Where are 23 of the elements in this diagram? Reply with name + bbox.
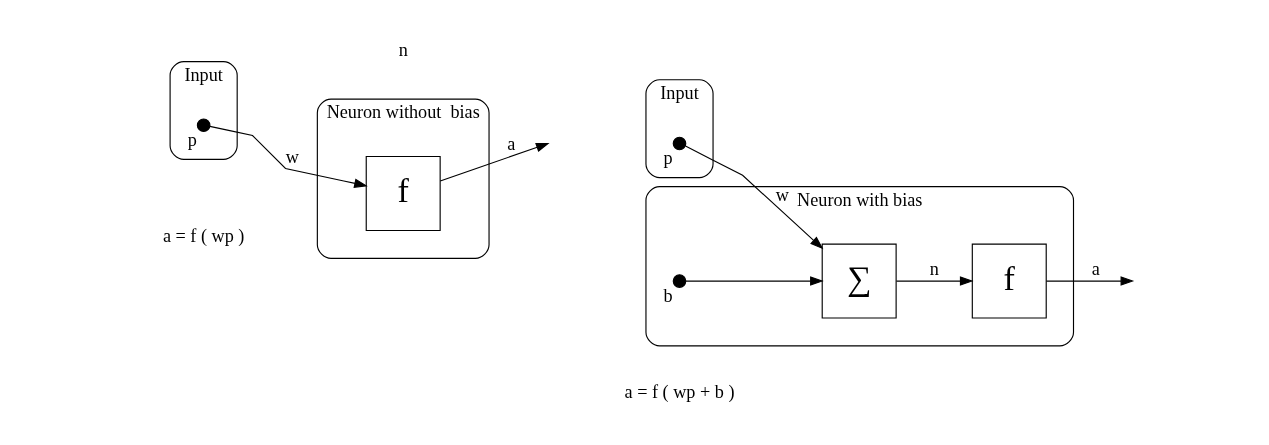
label: a = f ( wp ) (162, 226, 244, 247)
arrow (208, 125, 368, 188)
arrow (684, 276, 824, 286)
edge-label: a (506, 134, 515, 155)
arrow (439, 142, 550, 182)
node-label: p (663, 148, 673, 169)
node-box: ∑ (821, 243, 897, 319)
arrow (895, 276, 974, 286)
edge-label: w (285, 146, 299, 167)
node-circle (196, 118, 210, 133)
edge-label: w (775, 185, 789, 206)
arrow (684, 145, 823, 250)
edge-label: a (1091, 259, 1100, 280)
label: a = f ( wp + b ) (624, 381, 734, 402)
arrow (1045, 276, 1134, 286)
label: n (398, 39, 408, 60)
node-box: f (971, 243, 1047, 319)
node-circle (672, 136, 686, 151)
node-box: f (365, 156, 441, 232)
node-label: p (187, 130, 197, 151)
node-circle (672, 274, 686, 288)
edge-label: n (929, 259, 939, 280)
node-label: b (663, 285, 673, 306)
